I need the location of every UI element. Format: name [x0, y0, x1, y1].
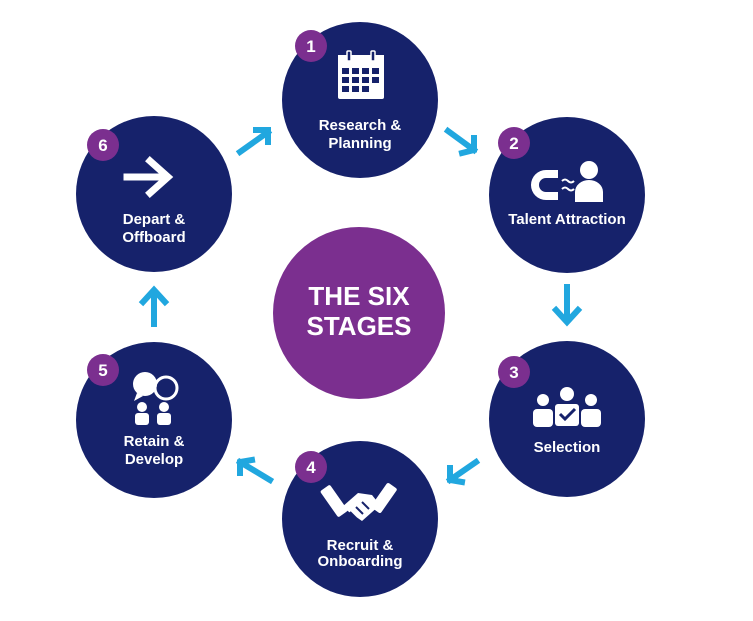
- speech-bubbles-icon: [133, 372, 179, 425]
- stage-label-line1: Selection: [534, 439, 601, 456]
- stage-label-line2: Develop: [125, 451, 183, 468]
- stage-number: 5: [98, 361, 107, 380]
- stage-number-badge: [295, 451, 327, 483]
- stage-number: 2: [509, 134, 518, 153]
- center-title-line2: STAGES: [307, 311, 412, 341]
- stage-number: 3: [509, 363, 518, 382]
- arrow-stage4-to-stage5: [235, 456, 275, 485]
- group-check-icon: [533, 387, 601, 427]
- arrow-stage5-to-stage6: [138, 285, 170, 327]
- stage-circle: [282, 22, 438, 178]
- stage-label-line1: Depart &: [123, 211, 186, 228]
- stage-number-badge: [87, 129, 119, 161]
- stage-number: 1: [306, 37, 315, 56]
- stage-label-line1: Talent Attraction: [508, 211, 626, 228]
- stage-label-line2: Onboarding: [318, 553, 403, 570]
- arrow-stage6-to-stage1: [235, 127, 273, 157]
- stage-label-line1: Recruit &: [327, 537, 394, 554]
- stage-4: Recruit & Onboarding 4: [282, 441, 438, 597]
- magnet-person-icon: [531, 161, 603, 202]
- stage-3: Selection 3: [489, 341, 645, 497]
- stage-number-badge: [498, 127, 530, 159]
- stage-circle: [76, 342, 232, 498]
- stage-label-line1: Retain &: [124, 433, 185, 450]
- arrow-stage2-to-stage3: [551, 284, 583, 327]
- stage-1: Research & Planning 1: [282, 22, 438, 178]
- stage-number-badge: [498, 356, 530, 388]
- center-circle: [273, 227, 445, 399]
- center-hub: THE SIX STAGES: [273, 227, 445, 399]
- handshake-icon: [320, 483, 397, 521]
- stage-label-line2: Planning: [328, 135, 391, 152]
- stage-number-badge: [87, 354, 119, 386]
- stage-5: Retain & Develop 5: [76, 342, 232, 498]
- right-arrow-icon: [123, 156, 174, 198]
- stage-circle: [489, 117, 645, 273]
- arrow-stage1-to-stage2: [443, 126, 479, 157]
- stage-6: Depart & Offboard 6: [76, 116, 232, 272]
- stage-number: 4: [306, 458, 316, 477]
- stage-number: 6: [98, 136, 107, 155]
- stage-label-line1: Research &: [319, 117, 402, 134]
- stage-2: Talent Attraction 2: [489, 117, 645, 273]
- center-title-line1: THE SIX: [308, 281, 410, 311]
- stage-label-line2: Offboard: [122, 229, 185, 246]
- calendar-icon: [338, 50, 384, 99]
- stage-number-badge: [295, 30, 327, 62]
- arrow-stage3-to-stage4: [445, 457, 481, 486]
